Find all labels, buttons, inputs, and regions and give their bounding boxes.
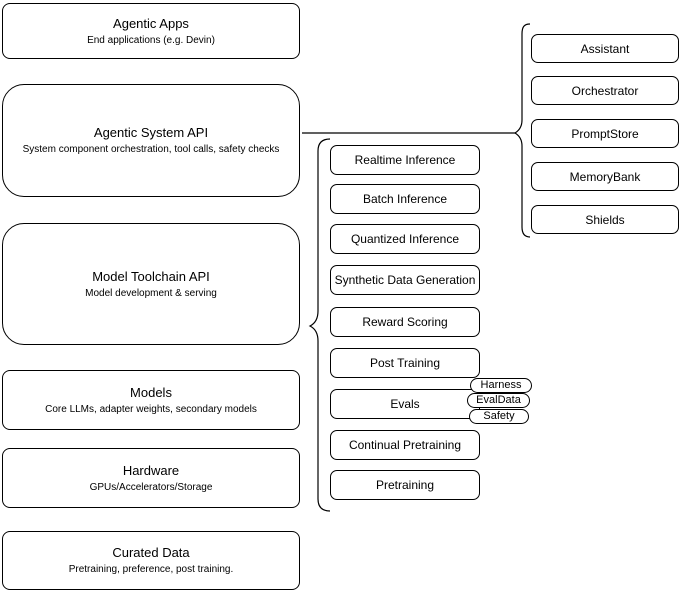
box-subtitle: Core LLMs, adapter weights, secondary mo… (45, 403, 257, 415)
components-brace (513, 23, 531, 238)
box-agentic-system-api: Agentic System API System component orch… (2, 84, 300, 197)
toolchain-item-synthetic-data-generation: Synthetic Data Generation (330, 265, 480, 295)
toolchain-item-realtime-inference: Realtime Inference (330, 145, 480, 175)
box-models: Models Core LLMs, adapter weights, secon… (2, 370, 300, 430)
toolchain-item-post-training: Post Training (330, 348, 480, 378)
toolchain-item-quantized-inference: Quantized Inference (330, 224, 480, 254)
toolchain-item-evals: Evals (330, 389, 480, 419)
component-shields: Shields (531, 205, 679, 234)
toolchain-item-pretraining: Pretraining (330, 470, 480, 500)
box-title: Models (130, 384, 172, 400)
box-title: Model Toolchain API (92, 268, 210, 284)
eval-badge-evaldata: EvalData (467, 393, 530, 408)
box-model-toolchain-api: Model Toolchain API Model development & … (2, 223, 300, 345)
box-subtitle: GPUs/Accelerators/Storage (89, 481, 213, 493)
component-promptstore: PromptStore (531, 119, 679, 148)
box-subtitle: End applications (e.g. Devin) (87, 34, 215, 46)
box-title: Hardware (122, 462, 180, 478)
box-subtitle: Pretraining, preference, post training. (68, 564, 234, 575)
box-title: Curated Data (112, 545, 190, 560)
toolchain-item-continual-pretraining: Continual Pretraining (330, 430, 480, 460)
component-orchestrator: Orchestrator (531, 76, 679, 105)
eval-badge-safety: Safety (469, 409, 529, 424)
toolchain-brace (308, 138, 331, 512)
toolchain-item-reward-scoring: Reward Scoring (330, 307, 480, 337)
box-title: Agentic System API (93, 125, 209, 140)
box-agentic-apps: Agentic Apps End applications (e.g. Devi… (2, 3, 300, 59)
component-memorybank: MemoryBank (531, 162, 679, 191)
box-curated-data: Curated Data Pretraining, preference, po… (2, 531, 300, 590)
eval-badge-harness: Harness (470, 378, 532, 393)
toolchain-item-batch-inference: Batch Inference (330, 184, 480, 214)
box-subtitle: Model development & serving (85, 287, 217, 299)
box-title: Agentic Apps (113, 15, 189, 31)
component-assistant: Assistant (531, 34, 679, 63)
box-subtitle: System component orchestration, tool cal… (22, 144, 280, 155)
box-hardware: Hardware GPUs/Accelerators/Storage (2, 448, 300, 508)
